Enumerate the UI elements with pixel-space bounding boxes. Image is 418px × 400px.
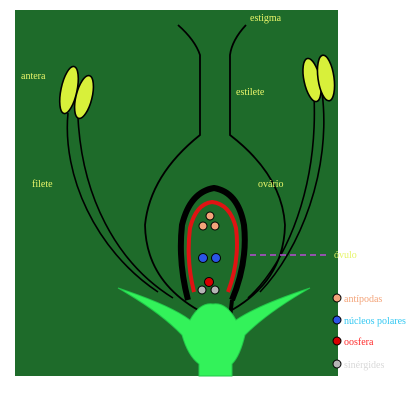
legend-label-nucleos-polares: núcleos polares xyxy=(344,316,406,327)
label-ovulo: óvulo xyxy=(334,250,357,261)
label-filete: filete xyxy=(32,179,53,190)
legend-swatch-antipodas xyxy=(333,294,341,302)
legend: antípodas núcleos polares oosfera sinérg… xyxy=(333,294,406,371)
polar-nucleus xyxy=(199,254,208,263)
synergid-cell xyxy=(198,286,206,294)
legend-label-antipodas: antípodas xyxy=(344,294,382,305)
label-antera: antera xyxy=(21,71,46,82)
legend-swatch-nucleos-polares xyxy=(333,316,341,324)
legend-swatch-oosfera xyxy=(333,337,341,345)
egg-cell xyxy=(205,278,214,287)
antipodal-cell xyxy=(211,222,219,230)
antipodal-cell xyxy=(206,212,214,220)
label-estilete: estilete xyxy=(236,87,265,98)
label-estigma: estigma xyxy=(250,13,282,24)
synergid-cell xyxy=(211,286,219,294)
polar-nucleus xyxy=(212,254,221,263)
legend-label-sinergides: sinérgides xyxy=(344,360,384,371)
legend-label-oosfera: oosfera xyxy=(344,337,374,348)
antipodal-cell xyxy=(199,222,207,230)
legend-swatch-sinergides xyxy=(333,360,341,368)
label-ovario: ovário xyxy=(258,179,284,190)
